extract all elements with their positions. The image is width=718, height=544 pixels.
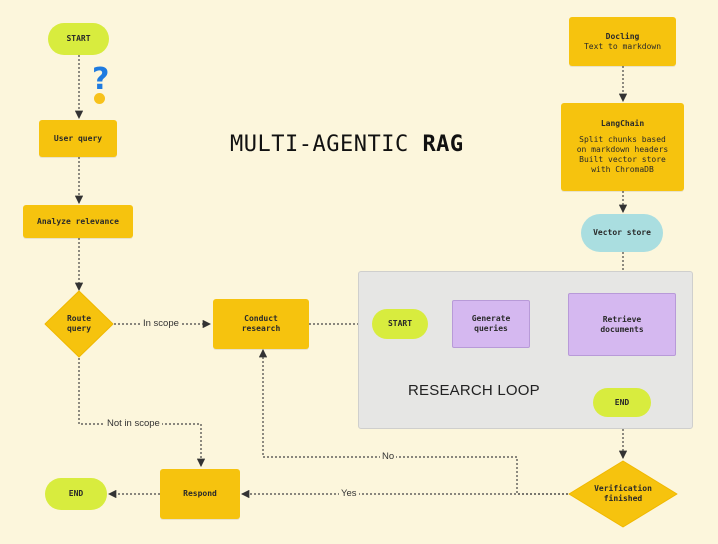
- analyze-relevance-node: Analyze relevance: [23, 205, 133, 238]
- research-loop-label: RESEARCH LOOP: [408, 382, 540, 399]
- edge-label-not-in-scope: Not in scope: [105, 418, 162, 430]
- langchain-desc-3: Built vector store: [579, 155, 666, 164]
- conduct-research-node: Conduct research: [213, 299, 309, 349]
- thinking-face-icon: [94, 93, 105, 104]
- docling-node: Docling Text to markdown: [569, 17, 676, 66]
- retrieve-documents-node: Retrieve documents: [568, 293, 676, 356]
- vector-store-node: Vector store: [581, 214, 663, 252]
- loop-start-node: START: [372, 309, 428, 339]
- start-node: START: [48, 23, 109, 55]
- verification-diamond: [568, 460, 678, 528]
- route-query-diamond: [44, 290, 114, 358]
- docling-desc: Text to markdown: [583, 41, 662, 51]
- question-mark-icon: ?: [92, 62, 110, 97]
- loop-end-node: END: [593, 388, 651, 417]
- docling-title: Docling: [605, 31, 640, 41]
- user-query-node: User query: [39, 120, 117, 157]
- generate-queries-node: Generate queries: [452, 300, 530, 348]
- langchain-desc-2: on markdown headers: [576, 145, 669, 154]
- edge-route-respond: [78, 358, 206, 468]
- langchain-desc-1: Split chunks based: [579, 135, 666, 144]
- diagram-title: MULTI-AGENTIC RAG: [230, 132, 464, 157]
- edge-label-yes: Yes: [339, 488, 359, 500]
- langchain-desc-4: with ChromaDB: [591, 165, 654, 174]
- langchain-node: LangChain Split chunks based on markdown…: [561, 103, 684, 191]
- edge-label-in-scope: In scope: [141, 318, 181, 330]
- end-node: END: [45, 478, 107, 510]
- verification-label: Verification finished: [594, 483, 652, 503]
- edge-label-no: No: [380, 451, 397, 463]
- langchain-title: LangChain: [600, 119, 645, 128]
- route-query-label: Route query: [66, 313, 92, 333]
- respond-node: Respond: [160, 469, 240, 519]
